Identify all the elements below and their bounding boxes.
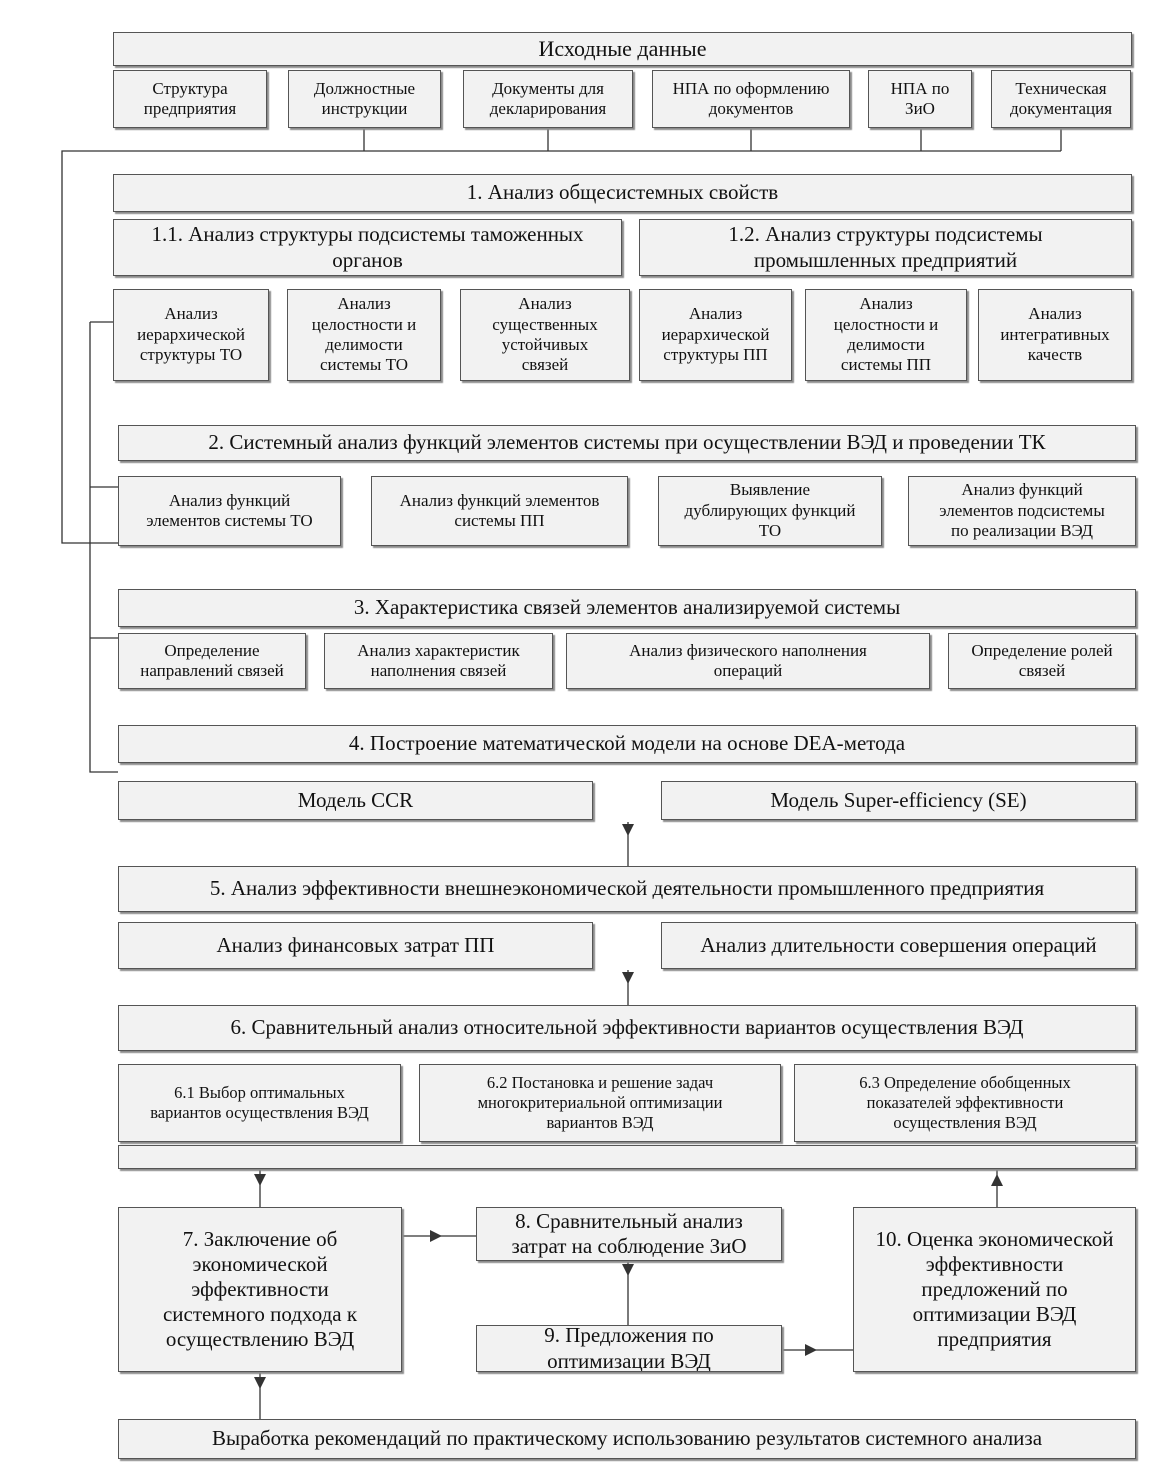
stage3-item-directions: Определение направлений связей	[118, 633, 306, 689]
stage6-item-1: 6.1 Выбор оптимальных вариантов осуществ…	[118, 1064, 401, 1142]
stage1-sub1: 1.1. Анализ структуры подсистемы таможен…	[113, 219, 622, 276]
final-recommendations: Выработка рекомендаций по практическому …	[118, 1419, 1136, 1459]
stage5-item-costs: Анализ финансовых затрат ПП	[118, 922, 593, 969]
stage4-item-se: Модель Super-efficiency (SE)	[661, 781, 1136, 820]
stage5-item-duration: Анализ длительности совершения операций	[661, 922, 1136, 969]
stage1-item-hierarchy-to: Анализ иерархической структуры ТО	[113, 289, 269, 381]
stage1-item-integrity-to: Анализ целостности и делимости системы Т…	[287, 289, 441, 381]
stage1-item-hierarchy-pp: Анализ иерархической структуры ПП	[639, 289, 792, 381]
stage2-item-functions-to: Анализ функций элементов системы ТО	[118, 476, 341, 546]
stage2-item-duplicate: Выявление дублирующих функций ТО	[658, 476, 882, 546]
input-job-instructions: Должностные инструкции	[288, 70, 441, 128]
input-npa-zio: НПА по ЗиО	[868, 70, 972, 128]
input-npa-docs: НПА по оформлению документов	[652, 70, 850, 128]
stage10-assessment: 10. Оценка экономической эффективности п…	[853, 1207, 1136, 1372]
input-declaration-docs: Документы для декларирования	[463, 70, 633, 128]
stage6-title: 6. Сравнительный анализ относительной эф…	[118, 1005, 1136, 1051]
stage2-item-functions-pp: Анализ функций элементов системы ПП	[371, 476, 628, 546]
stage8-compare-costs: 8. Сравнительный анализ затрат на соблюд…	[476, 1207, 782, 1261]
stage6-item-3: 6.3 Определение обобщенных показателей э…	[794, 1064, 1136, 1142]
stage9-proposals: 9. Предложения по оптимизации ВЭД	[476, 1325, 782, 1372]
stage1-sub2: 1.2. Анализ структуры подсистемы промышл…	[639, 219, 1132, 276]
stage1-title: 1. Анализ общесистемных свойств	[113, 174, 1132, 212]
input-structure: Структура предприятия	[113, 70, 267, 128]
stage5-title: 5. Анализ эффективности внешнеэкономичес…	[118, 866, 1136, 912]
stage4-item-ccr: Модель CCR	[118, 781, 593, 820]
stage7-conclusion: 7. Заключение об экономической эффективн…	[118, 1207, 402, 1372]
inputs-title: Исходные данные	[113, 32, 1132, 66]
stage6-item-2: 6.2 Постановка и решение задач многокрит…	[419, 1064, 781, 1142]
stage2-title: 2. Системный анализ функций элементов си…	[118, 425, 1136, 461]
stage3-item-characteristics: Анализ характеристик наполнения связей	[324, 633, 553, 689]
stage3-item-physical: Анализ физического наполнения операций	[566, 633, 930, 689]
stage3-title: 3. Характеристика связей элементов анали…	[118, 589, 1136, 627]
stage6-base-bar	[118, 1145, 1136, 1169]
input-tech-docs: Техническая документация	[991, 70, 1131, 128]
stage3-item-roles: Определение ролей связей	[948, 633, 1136, 689]
stage1-item-integrity-pp: Анализ целостности и делимости системы П…	[805, 289, 967, 381]
stage4-title: 4. Построение математической модели на о…	[118, 725, 1136, 763]
stage1-item-integrative: Анализ интегративных качеств	[978, 289, 1132, 381]
stage1-item-links: Анализ существенных устойчивых связей	[460, 289, 630, 381]
stage2-item-ved-subsystem: Анализ функций элементов подсистемы по р…	[908, 476, 1136, 546]
